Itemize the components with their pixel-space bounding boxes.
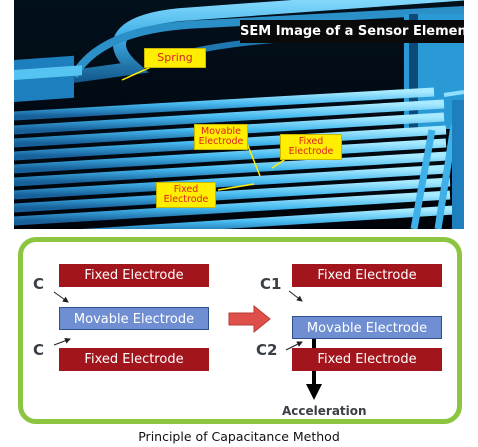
transition-arrow-icon xyxy=(228,304,271,334)
right-fixed-electrode-top: Fixed Electrode xyxy=(292,264,442,287)
movable-electrode-label-line1: Movable xyxy=(201,126,241,137)
fixed-electrode-right-label: Fixed Electrode xyxy=(280,134,342,160)
right-movable-electrode: Movable Electrode xyxy=(292,316,442,339)
figure-caption: Principle of Capacitance Method xyxy=(138,429,340,444)
fixed-electrode-right-label-line1: Fixed xyxy=(298,136,324,147)
left-capacitance-label-top: C xyxy=(33,275,45,293)
right-c2-pointer xyxy=(285,341,303,351)
sem-title: SEM Image of a Sensor Element xyxy=(240,20,464,43)
sem-image: SEM Image of a Sensor Element Spring Mov… xyxy=(14,0,464,229)
right-capacitance-label-c2: C2 xyxy=(256,341,278,359)
fixed-electrode-left-label-line2: Electrode xyxy=(163,194,209,205)
right-c1-pointer xyxy=(288,290,303,302)
movable-electrode-label-line2: Electrode xyxy=(198,136,244,147)
fixed-electrode-right-label-line2: Electrode xyxy=(288,146,334,157)
left-c-bottom-pointer xyxy=(53,337,71,346)
left-fixed-electrode-bottom: Fixed Electrode xyxy=(59,348,209,371)
spring-label: Spring xyxy=(144,48,206,68)
movable-electrode-label: Movable Electrode xyxy=(194,124,248,150)
right-fixed-electrode-bottom: Fixed Electrode xyxy=(292,348,442,371)
fixed-electrode-left-label-line1: Fixed xyxy=(173,184,199,195)
left-movable-electrode: Movable Electrode xyxy=(59,307,209,330)
fixed-electrode-left-label: Fixed Electrode xyxy=(156,182,216,208)
left-fixed-electrode-top: Fixed Electrode xyxy=(59,264,209,287)
right-capacitance-label-c1: C1 xyxy=(260,275,282,293)
left-capacitance-label-bottom: C xyxy=(33,341,45,359)
spring-label-text: Spring xyxy=(157,51,193,64)
left-c-top-pointer xyxy=(53,291,69,303)
acceleration-label: Acceleration xyxy=(282,404,367,418)
